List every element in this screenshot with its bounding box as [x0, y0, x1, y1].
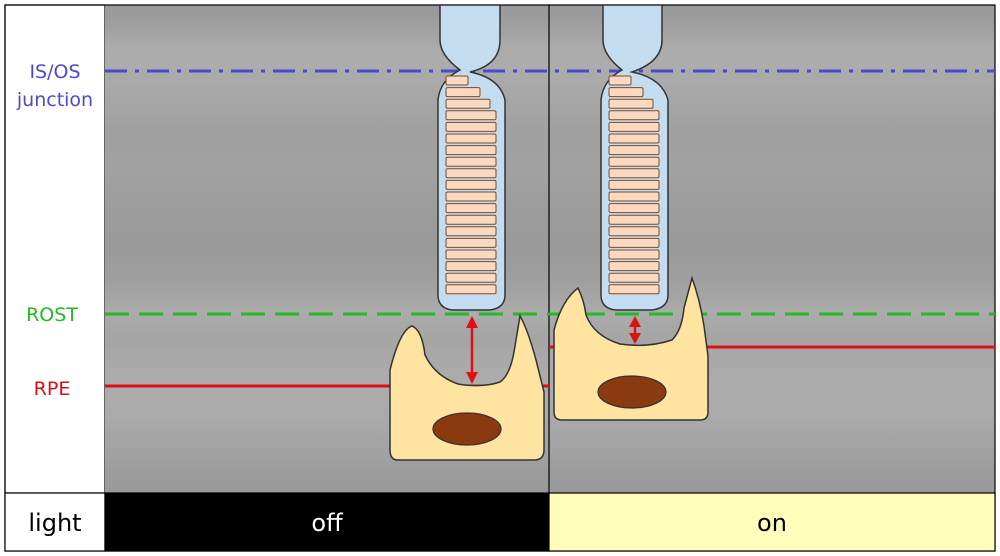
disc — [608, 261, 660, 272]
disc — [445, 214, 497, 225]
disc — [608, 249, 660, 260]
label-column — [4, 4, 106, 494]
rost-label: ROST — [26, 304, 78, 326]
light-label: light — [28, 509, 81, 537]
disc — [608, 237, 660, 248]
light-on-bar — [548, 492, 996, 552]
disc — [608, 168, 660, 179]
disc — [445, 156, 497, 167]
disc — [608, 214, 660, 225]
disc — [608, 121, 660, 132]
disc — [445, 75, 469, 86]
rpe-label: RPE — [34, 378, 71, 400]
rpe-cell-on — [553, 275, 709, 421]
oct-image — [105, 5, 995, 493]
disc — [608, 98, 654, 109]
disc — [608, 87, 644, 98]
isos-label-line1: IS/OS — [29, 61, 80, 83]
disc — [445, 98, 491, 109]
disc — [608, 272, 660, 283]
disc — [445, 261, 497, 272]
disc — [445, 272, 497, 283]
photoreceptor-off — [437, 4, 506, 311]
disc — [445, 133, 497, 144]
disc — [608, 191, 660, 202]
rpe-cell-off — [389, 313, 545, 461]
disc — [445, 121, 497, 132]
disc — [445, 284, 497, 295]
photoreceptor-on — [600, 4, 669, 311]
gap-arrow-off — [466, 316, 478, 384]
disc — [608, 226, 660, 237]
disc — [445, 179, 497, 190]
disc — [608, 156, 660, 167]
on-label: on — [757, 509, 787, 537]
disc — [445, 145, 497, 156]
disc — [445, 110, 497, 121]
light-off-bar — [104, 492, 550, 552]
gap-arrow-on — [629, 316, 641, 344]
disc — [445, 191, 497, 202]
disc — [445, 249, 497, 260]
isos-label-line2: junction — [16, 89, 93, 111]
disc — [608, 110, 660, 121]
disc — [608, 145, 660, 156]
disc — [445, 237, 497, 248]
disc — [608, 133, 660, 144]
disc — [445, 168, 497, 179]
off-label: off — [311, 509, 343, 537]
disc — [608, 284, 660, 295]
disc — [608, 203, 660, 214]
disc — [608, 75, 632, 86]
disc — [608, 179, 660, 190]
disc — [445, 203, 497, 214]
disc — [445, 226, 497, 237]
disc — [445, 87, 481, 98]
